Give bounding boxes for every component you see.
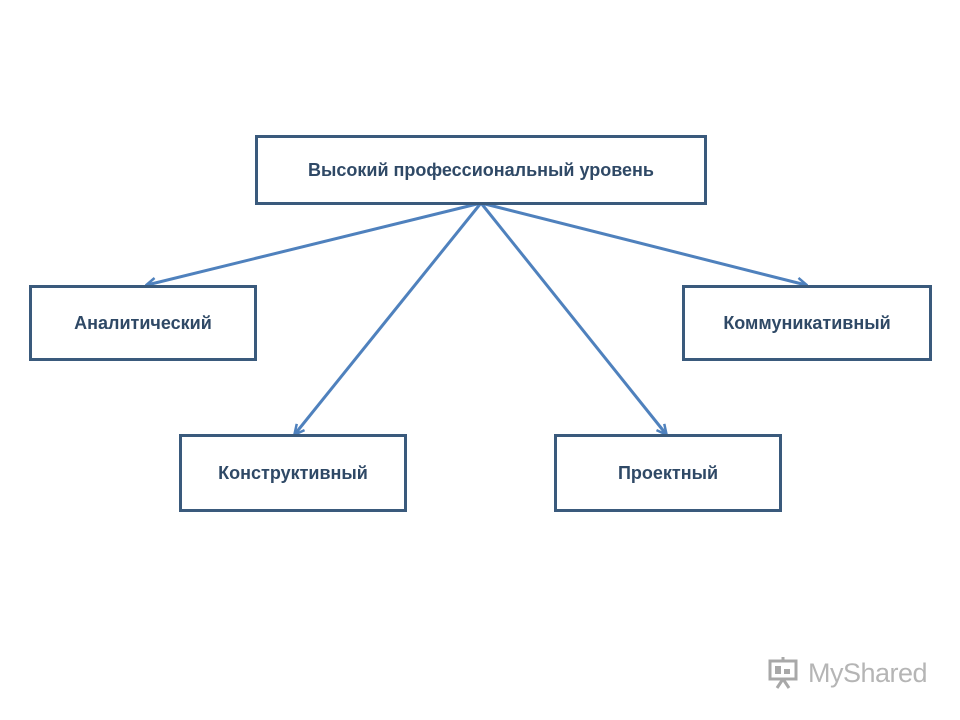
presentation-board-icon <box>768 657 798 689</box>
watermark-logo: MyShared <box>768 656 928 690</box>
root-node: Высокий профессиональный уровень <box>255 135 707 205</box>
arrow-to-analytical <box>147 201 482 285</box>
node-analytical-label: Аналитический <box>74 312 212 333</box>
arrow-to-communicative <box>480 201 806 285</box>
node-project: Проектный <box>554 434 782 512</box>
watermark-text: MyShared <box>808 657 928 688</box>
node-communicative-label: Коммуникативный <box>723 312 891 333</box>
node-communicative: Коммуникативный <box>682 285 932 361</box>
node-constructive-label: Конструктивный <box>218 462 368 483</box>
root-node-label: Высокий профессиональный уровень <box>308 159 654 180</box>
node-analytical: Аналитический <box>29 285 257 361</box>
arrow-to-project <box>479 202 666 434</box>
arrow-to-constructive <box>295 202 483 434</box>
node-project-label: Проектный <box>617 462 719 483</box>
node-constructive: Конструктивный <box>179 434 407 512</box>
